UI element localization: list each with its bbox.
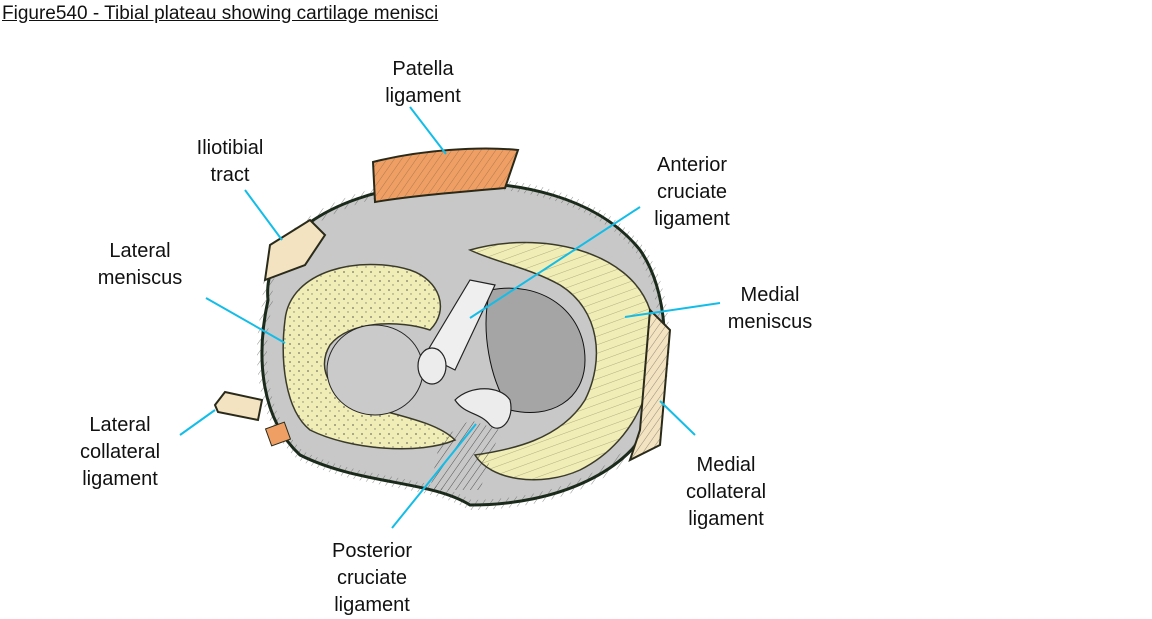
leader-iliotibial xyxy=(244,189,283,241)
label-line: collateral xyxy=(79,441,161,463)
label-line: ligament xyxy=(654,208,730,230)
leader-patella xyxy=(409,106,447,155)
label-line: ligament xyxy=(385,85,461,107)
label-line: Iliotibial xyxy=(196,137,264,159)
leader-posterior-cruciate xyxy=(391,423,477,529)
label-anterior-cruciate-ligament: Anterior cruciate ligament xyxy=(632,152,752,233)
label-line: Patella xyxy=(392,58,454,80)
label-line: meniscus xyxy=(727,311,813,333)
label-line: cruciate xyxy=(656,181,728,203)
label-iliotibial-tract: Iliotibial tract xyxy=(170,135,290,189)
label-line: collateral xyxy=(685,481,767,503)
leader-medial-meniscus xyxy=(624,302,721,318)
label-line: meniscus xyxy=(97,267,183,289)
label-line: ligament xyxy=(334,594,410,616)
label-medial-collateral-ligament: Medial collateral ligament xyxy=(666,452,786,533)
label-line: Anterior xyxy=(656,154,728,176)
label-line: Medial xyxy=(740,284,800,306)
label-line: Posterior xyxy=(331,540,413,562)
label-line: Lateral xyxy=(89,414,151,436)
label-medial-meniscus: Medial meniscus xyxy=(710,282,830,336)
label-lateral-meniscus: Lateral meniscus xyxy=(80,238,200,292)
lateral-collateral-ligament xyxy=(213,390,264,422)
medial-condyle xyxy=(485,287,586,414)
label-line: tract xyxy=(210,164,250,186)
leader-medial-collateral xyxy=(659,400,696,436)
leader-lateral-meniscus xyxy=(205,297,286,344)
iliotibial-tract xyxy=(263,218,327,282)
leader-lateral-collateral xyxy=(179,409,216,436)
leader-anterior-cruciate xyxy=(469,206,641,319)
lateral-condyle xyxy=(326,324,424,416)
label-line: ligament xyxy=(82,468,158,490)
figure-title: Figure540 - Tibial plateau showing carti… xyxy=(2,3,439,24)
label-posterior-cruciate-ligament: Posterior cruciate ligament xyxy=(312,538,432,619)
label-line: Lateral xyxy=(109,240,171,262)
label-lateral-collateral-ligament: Lateral collateral ligament xyxy=(60,412,180,493)
leader-lines xyxy=(179,106,721,529)
label-line: Medial xyxy=(696,454,756,476)
label-patella-ligament: Patella ligament xyxy=(358,56,488,110)
label-line: ligament xyxy=(688,508,764,530)
label-line: cruciate xyxy=(336,567,408,589)
posterior-cruciate-ligament xyxy=(454,388,512,429)
